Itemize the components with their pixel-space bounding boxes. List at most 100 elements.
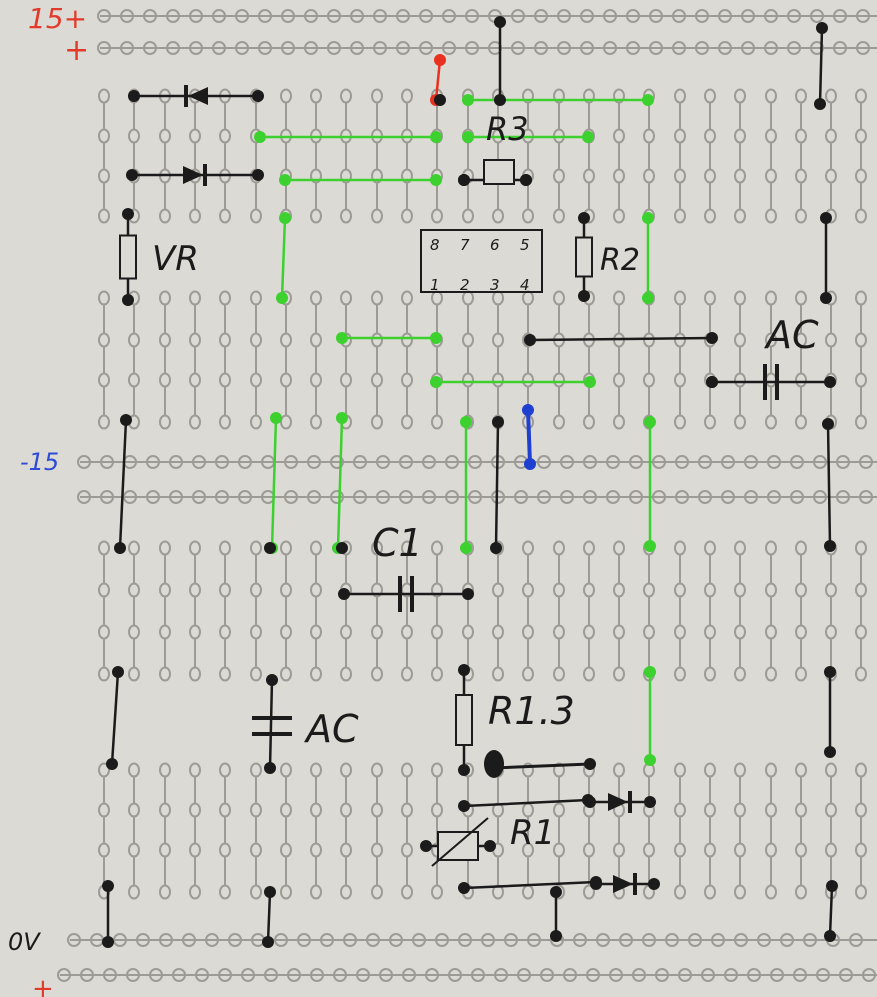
strip-hole: [128, 540, 140, 556]
strip-hole: [340, 842, 352, 858]
strip-hole: [128, 582, 140, 598]
black-link-left-2: [110, 670, 120, 766]
wire-end: [458, 800, 470, 812]
strip-hole: [371, 540, 383, 556]
strip-hole: [492, 372, 504, 388]
strip-hole: [553, 582, 565, 598]
rail-hole: [816, 968, 830, 982]
rail-hole: [468, 455, 482, 469]
strip-hole: [643, 842, 655, 858]
strip-hole: [492, 666, 504, 682]
r1-label: R1: [510, 813, 555, 853]
strip-hole: [825, 332, 837, 348]
strip-hole: [340, 372, 352, 388]
rail-hole: [238, 455, 252, 469]
rail-hole: [258, 9, 272, 23]
strip-hole: [765, 802, 777, 818]
strip-hole: [734, 666, 746, 682]
strip-hole: [219, 624, 231, 640]
strip-hole: [553, 168, 565, 184]
rail-hole: [419, 9, 433, 23]
strip-hole: [522, 208, 534, 224]
strip-hole: [583, 842, 595, 858]
strip-hole: [795, 762, 807, 778]
rail-hole: [560, 455, 574, 469]
strip-hole: [371, 666, 383, 682]
rail-hole: [258, 41, 272, 55]
rail-hole: [67, 933, 81, 947]
rail-hole: [655, 968, 669, 982]
strip-hole: [643, 372, 655, 388]
wire-end: [279, 174, 291, 186]
strip-hole: [704, 582, 716, 598]
solder-point: [434, 94, 446, 106]
strip-hole: [98, 540, 110, 556]
strip-hole: [795, 88, 807, 104]
rail-hole: [189, 41, 203, 55]
strip-hole: [371, 884, 383, 900]
rail-hole: [379, 968, 393, 982]
strip-hole: [98, 372, 110, 388]
strip-hole: [371, 88, 383, 104]
strip-hole: [855, 582, 867, 598]
strip-hole: [128, 666, 140, 682]
wire-end: [820, 292, 832, 304]
strip-hole: [643, 582, 655, 598]
rail-hole: [511, 9, 525, 23]
strip-hole: [674, 88, 686, 104]
strip-hole: [219, 582, 231, 598]
strip-hole: [128, 842, 140, 858]
strip-hole: [825, 582, 837, 598]
strip-hole: [855, 842, 867, 858]
strip-hole: [522, 666, 534, 682]
rail-hole: [356, 968, 370, 982]
rail-hole: [212, 9, 226, 23]
rail-hole: [80, 968, 94, 982]
strip-hole: [765, 762, 777, 778]
rail-hole: [836, 490, 850, 504]
rail-hole: [458, 933, 472, 947]
strip-hole: [825, 128, 837, 144]
strip-hole: [98, 208, 110, 224]
rail-hole: [836, 455, 850, 469]
wire-end: [254, 131, 266, 143]
rail-hole: [241, 968, 255, 982]
strip-hole: [280, 624, 292, 640]
strip-hole: [674, 168, 686, 184]
rail-hole: [764, 9, 778, 23]
rail-hole: [169, 455, 183, 469]
wire-end: [814, 98, 826, 110]
wire-end: [824, 746, 836, 758]
rail-hole: [859, 455, 873, 469]
rail-hole: [307, 455, 321, 469]
wire-end: [270, 412, 282, 424]
strip-hole: [159, 802, 171, 818]
black-link-r1-diode: [462, 798, 590, 808]
rail-hole: [649, 9, 663, 23]
strip-hole: [189, 332, 201, 348]
strip-hole: [613, 128, 625, 144]
rail-hole: [376, 490, 390, 504]
strip-hole: [98, 842, 110, 858]
rail-hole: [402, 968, 416, 982]
wire-end: [494, 94, 506, 106]
wire-end: [114, 542, 126, 554]
strip-hole: [219, 666, 231, 682]
rail-hole: [399, 490, 413, 504]
wire-end: [490, 542, 502, 554]
strip-hole: [159, 884, 171, 900]
strip-hole: [855, 208, 867, 224]
strip-hole: [219, 332, 231, 348]
strip-hole: [734, 582, 746, 598]
rail-hole: [465, 9, 479, 23]
strip-hole: [855, 332, 867, 348]
rail-hole: [626, 41, 640, 55]
strip-hole: [855, 128, 867, 144]
rail-hole: [632, 968, 646, 982]
rail-hole: [113, 933, 127, 947]
rail-hole: [721, 455, 735, 469]
strip-hole: [855, 666, 867, 682]
rail-hole: [675, 455, 689, 469]
strip-hole: [371, 372, 383, 388]
strip-hole: [98, 802, 110, 818]
